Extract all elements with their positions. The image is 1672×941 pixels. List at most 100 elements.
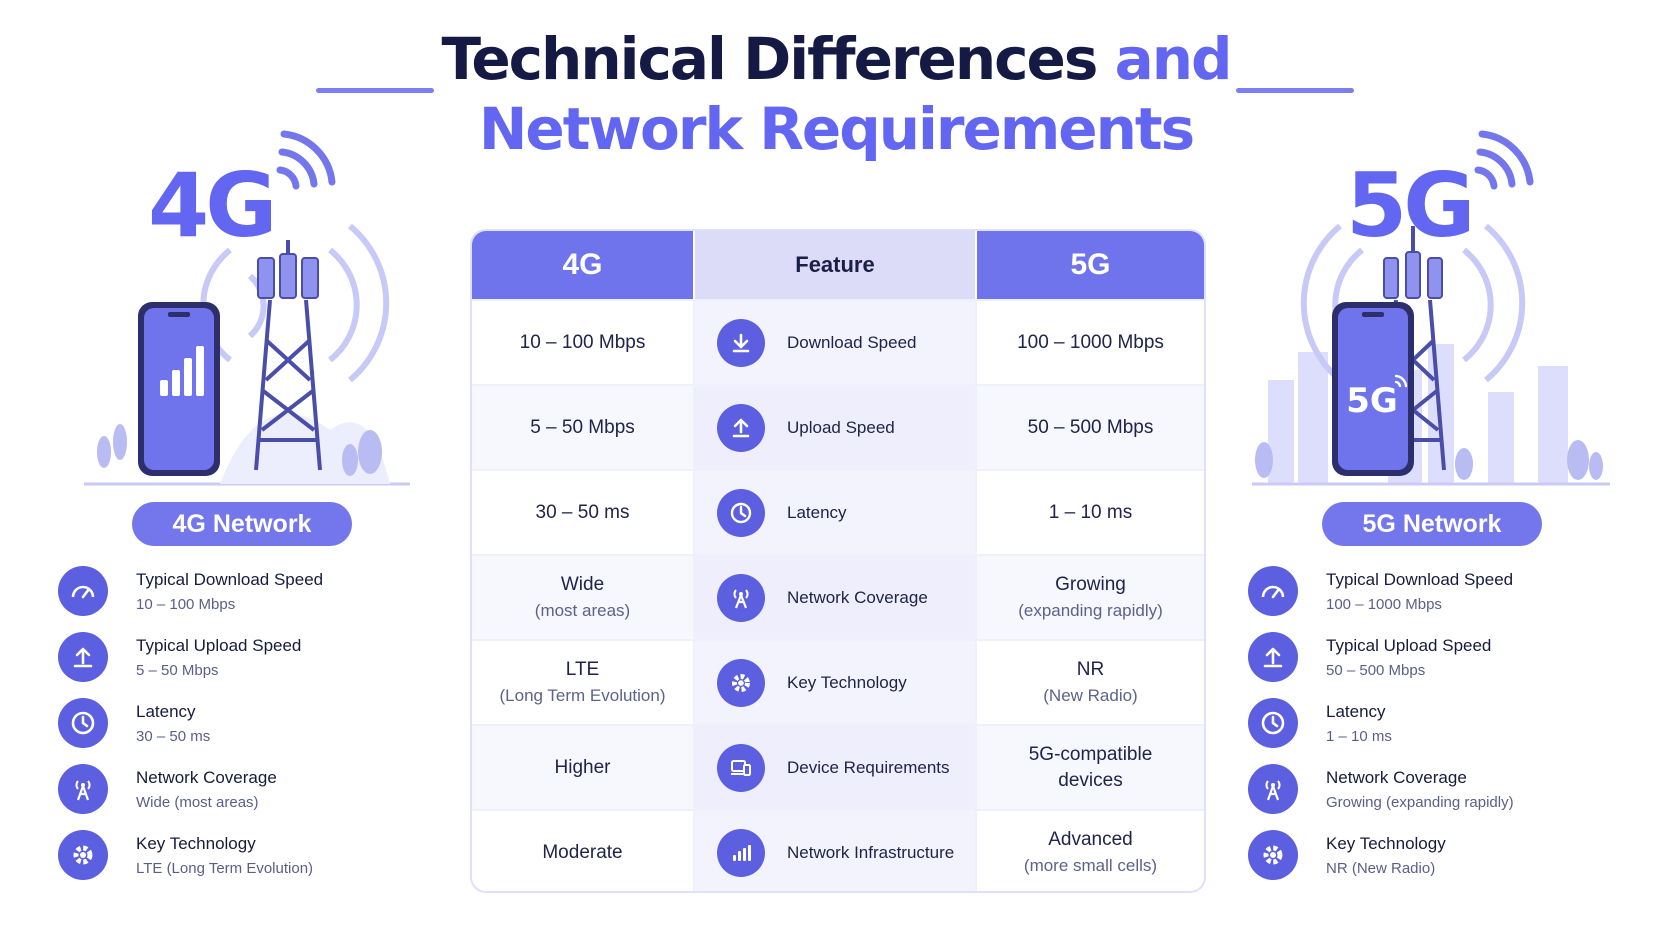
cell-feature: Download Speed — [693, 301, 977, 384]
side-item-value: NR (New Radio) — [1326, 860, 1436, 877]
cell-5g-sub: devices — [1058, 769, 1123, 791]
list-item: Latency 30 – 50 ms — [58, 698, 448, 764]
side-item-value: 1 – 10 ms — [1326, 728, 1392, 745]
side-item-label: Typical Upload Speed — [1326, 636, 1492, 655]
cell-5g-value: 50 – 500 Mbps — [1027, 416, 1154, 438]
side-item-value: 100 – 1000 Mbps — [1326, 596, 1442, 613]
cell-5g-value: NR — [1076, 658, 1105, 680]
cell-5g-value: Growing — [1055, 573, 1126, 595]
list-item: Typical Download Speed 10 – 100 Mbps — [58, 566, 448, 632]
cell-5g: Advanced (more small cells) — [977, 811, 1204, 891]
table-row: 10 – 100 Mbps Download Speed 100 – 1000 … — [472, 299, 1204, 384]
antenna-panel — [301, 257, 319, 299]
hero-4g: 4G — [70, 130, 450, 500]
side-item-value: 5 – 50 Mbps — [136, 662, 219, 679]
antenna-panel — [257, 257, 275, 299]
title-line1-dark: Technical Differences — [441, 25, 1098, 93]
hero-4g-illustration: 4G — [84, 130, 410, 486]
cell-5g-value: 100 – 1000 Mbps — [1017, 331, 1164, 353]
cell-feature: Latency — [693, 471, 977, 554]
cell-5g-sub: (New Radio) — [1043, 685, 1138, 705]
table-row: Wide (most areas) Network Coverage Growi… — [472, 554, 1204, 639]
cell-feature: Key Technology — [693, 641, 977, 724]
cell-4g-value: 5 – 50 Mbps — [530, 416, 635, 438]
download-icon — [717, 318, 765, 367]
cell-5g: Growing (expanding rapidly) — [977, 556, 1204, 639]
list-item: Typical Upload Speed 50 – 500 Mbps — [1248, 632, 1638, 698]
side-item-value: 50 – 500 Mbps — [1326, 662, 1426, 679]
network-pill-4g: 4G Network — [132, 502, 352, 546]
feature-label: Key Technology — [787, 672, 907, 692]
bar-chart-icon — [717, 828, 765, 877]
phone-wifi-icon — [1394, 374, 1408, 388]
cell-4g: Moderate — [472, 811, 693, 891]
cell-5g-value: 5G-compatible — [1028, 743, 1153, 765]
list-item: Latency 1 – 10 ms — [1248, 698, 1638, 764]
antenna-icon — [58, 764, 108, 814]
cell-4g-sub: (most areas) — [534, 600, 631, 620]
cell-5g-value: Advanced — [1048, 828, 1133, 850]
cell-feature: Device Requirements — [693, 726, 977, 809]
antenna-panel — [1383, 257, 1399, 299]
title-line1-accent: and — [1114, 25, 1233, 93]
gear-icon — [717, 658, 765, 707]
cell-5g: 50 – 500 Mbps — [977, 386, 1204, 469]
table-header: 4G Feature 5G — [472, 231, 1204, 299]
feature-label: Download Speed — [787, 332, 917, 352]
cell-5g: 5G-compatible devices — [977, 726, 1204, 809]
cell-5g-sub: (expanding rapidly) — [1018, 600, 1163, 620]
devices-icon — [717, 743, 765, 792]
phone-screen — [1338, 308, 1408, 470]
page-title: Technical Differences and Network Requir… — [0, 24, 1672, 164]
table-row: LTE (Long Term Evolution) Key Technology… — [472, 639, 1204, 724]
cell-4g: LTE (Long Term Evolution) — [472, 641, 693, 724]
cell-4g: Higher — [472, 726, 693, 809]
cell-4g-value: Higher — [554, 756, 611, 778]
wifi-arcs-icon — [276, 130, 336, 190]
side-item-label: Key Technology — [1326, 834, 1446, 853]
side-item-label: Network Coverage — [1326, 768, 1467, 787]
feature-label: Upload Speed — [787, 417, 895, 437]
title-rule-left — [316, 88, 434, 93]
upload-icon — [1248, 632, 1298, 682]
hero-5g: 5G — [1238, 130, 1618, 500]
list-item: Typical Upload Speed 5 – 50 Mbps — [58, 632, 448, 698]
feature-label: Network Infrastructure — [787, 842, 955, 862]
side-list-5g: Typical Download Speed 100 – 1000 Mbps T… — [1248, 566, 1638, 896]
side-item-label: Typical Download Speed — [136, 570, 324, 589]
side-item-label: Typical Download Speed — [1326, 570, 1514, 589]
phone-notch — [168, 312, 190, 317]
cell-feature: Upload Speed — [693, 386, 977, 469]
antenna-panel — [1427, 257, 1443, 299]
side-item-value: 10 – 100 Mbps — [136, 596, 236, 613]
table-row: 5 – 50 Mbps Upload Speed 50 – 500 Mbps — [472, 384, 1204, 469]
gear-icon — [58, 830, 108, 880]
side-item-label: Latency — [136, 702, 196, 721]
side-item-label: Latency — [1326, 702, 1386, 721]
side-item-value: Growing (expanding rapidly) — [1326, 794, 1514, 811]
side-item-value: 30 – 50 ms — [136, 728, 211, 745]
phone-notch — [1362, 312, 1384, 317]
side-list-4g: Typical Download Speed 10 – 100 Mbps Typ… — [58, 566, 448, 896]
side-item-value: LTE (Long Term Evolution) — [136, 860, 314, 877]
table-row: Higher Device Requirements 5G-compatible… — [472, 724, 1204, 809]
antenna-panel — [1405, 251, 1421, 299]
clock-icon — [58, 698, 108, 748]
cell-4g-value: Moderate — [542, 841, 623, 863]
cell-4g: 30 – 50 ms — [472, 471, 693, 554]
list-item: Key Technology LTE (Long Term Evolution) — [58, 830, 448, 896]
phone-badge: 5G — [1346, 381, 1398, 421]
title-rule-right — [1236, 88, 1354, 93]
list-item: Network Coverage Growing (expanding rapi… — [1248, 764, 1638, 830]
cell-5g: 100 – 1000 Mbps — [977, 301, 1204, 384]
feature-label: Network Coverage — [787, 587, 928, 607]
cell-5g: 1 – 10 ms — [977, 471, 1204, 554]
plant-icon — [1255, 440, 1603, 480]
generation-text: 5G — [1346, 154, 1471, 257]
table-row: 30 – 50 ms Latency 1 – 10 ms — [472, 469, 1204, 554]
signal-bars-icon — [160, 346, 204, 396]
list-item: Typical Download Speed 100 – 1000 Mbps — [1248, 566, 1638, 632]
feature-label: Latency — [787, 502, 847, 522]
cell-4g: Wide (most areas) — [472, 556, 693, 639]
generation-text: 4G — [148, 154, 273, 257]
